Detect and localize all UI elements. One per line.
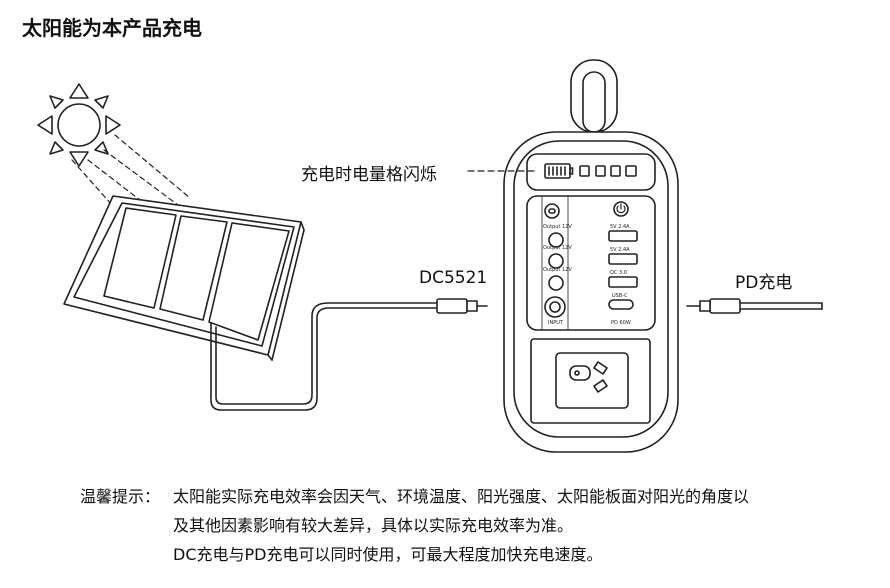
sun-icon [37, 83, 121, 167]
pd-port-label: PD充电 [735, 273, 793, 293]
output-label-3: Output 12V [543, 267, 572, 273]
tip-lead: 温馨提示： [80, 487, 161, 506]
dc-port-label: DC5521 [419, 268, 488, 288]
pd-rating-label: PD 60W [611, 320, 631, 326]
usb-c-label: USB-C [612, 293, 628, 299]
tip-line-2: 及其他因素影响有较大差异，具体以实际充电效率为准。 [173, 516, 574, 535]
battery-indicator [544, 163, 637, 179]
power-station [503, 59, 679, 453]
light-button-icon [544, 203, 560, 219]
dc-output-port-2 [548, 253, 564, 269]
usb-port-1 [608, 230, 638, 242]
dc-output-port-3 [548, 275, 564, 291]
output-label-1: Output 12V [543, 224, 572, 230]
device-labels: Output 12V Output 12V Output 12V INPUT 5… [543, 224, 631, 326]
dc-output-port-1 [548, 232, 564, 248]
output-label-2: Output 12V [543, 245, 572, 251]
usb-c-port [608, 299, 634, 310]
sun-rays [71, 134, 191, 206]
tip-line-3: DC充电与PD充电可以同时使用，可最大程度加快充电速度。 [173, 545, 603, 564]
tip-note: 温馨提示： 太阳能实际充电效率会因天气、环境温度、阳光强度、太阳能板面对阳光的角… [80, 483, 880, 583]
usb-port-3 [608, 276, 638, 288]
usb-label-3: QC 3.0 [610, 270, 627, 276]
dc-cable [210, 307, 438, 411]
power-button-icon [613, 201, 629, 217]
solar-panel [63, 195, 305, 361]
pd-plug [686, 298, 823, 314]
ac-outlet-icon [555, 352, 629, 409]
dc5521-plug [436, 298, 488, 314]
tip-line-1: 太阳能实际充电效率会因天气、环境温度、阳光强度、太阳能板面对阳光的角度以 [173, 487, 750, 506]
usb-port-2 [608, 253, 638, 265]
indicator-label: 充电时电量格闪烁 [301, 165, 437, 185]
input-label: INPUT [548, 320, 564, 326]
usb-label-1: 5V 2.4A [610, 224, 630, 230]
usb-label-2: 5V 2.4A [610, 247, 630, 253]
dc-input-port [544, 296, 566, 318]
page-title: 太阳能为本产品充电 [22, 16, 202, 40]
